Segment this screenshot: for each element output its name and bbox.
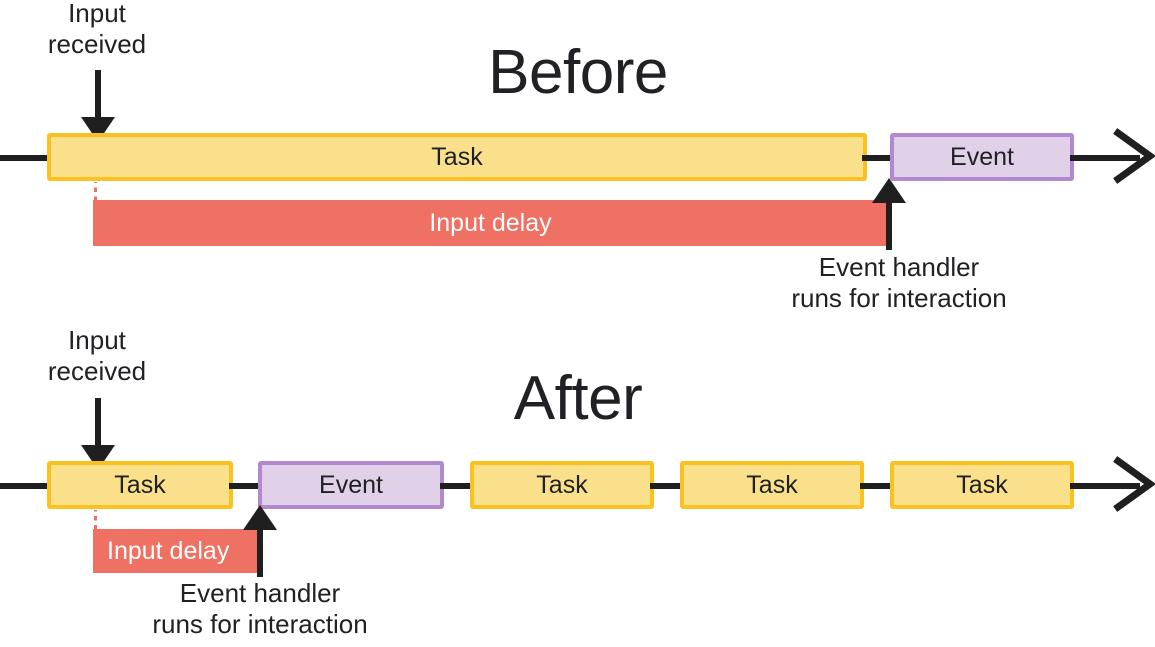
after-block-task-3[interactable]: Task: [680, 461, 864, 509]
before-block-event[interactable]: Event: [890, 133, 1074, 181]
after-timeline-rail-left: [0, 483, 52, 489]
after-input-delay-bar: Input delay: [93, 529, 263, 573]
before-timeline-end-arrow-icon: [1113, 128, 1155, 184]
before-rail-task-event: [862, 155, 896, 161]
before-section-title: Before: [488, 38, 668, 107]
before-input-received-label: Input received: [47, 0, 147, 59]
after-section-title: After: [513, 364, 643, 433]
after-input-delay-dotted-connector: [94, 510, 97, 531]
before-input-delay-dotted-connector: [94, 182, 97, 202]
after-rail-1: [229, 483, 262, 489]
after-event-handler-arrow: [243, 505, 277, 577]
after-block-task-2[interactable]: Task: [470, 461, 654, 509]
before-block-task[interactable]: Task: [47, 133, 867, 181]
after-block-task-4[interactable]: Task: [890, 461, 1074, 509]
after-input-received-arrow: [81, 398, 115, 470]
after-event-handler-label: Event handler runs for interaction: [152, 578, 368, 639]
before-input-delay-bar: Input delay: [93, 200, 888, 246]
after-rail-4: [860, 483, 894, 489]
after-block-task-1[interactable]: Task: [47, 461, 233, 509]
before-rail-after-event: [1070, 155, 1140, 161]
after-input-received-label: Input received: [47, 325, 147, 386]
before-event-handler-label: Event handler runs for interaction: [791, 252, 1007, 313]
after-rail-2: [440, 483, 474, 489]
after-timeline-end-arrow-icon: [1113, 456, 1155, 512]
after-rail-3: [650, 483, 684, 489]
before-event-handler-arrow: [872, 178, 906, 250]
before-timeline-rail-left: [0, 155, 52, 161]
after-block-event[interactable]: Event: [258, 461, 444, 509]
after-rail-after-last-task: [1070, 483, 1140, 489]
before-input-received-arrow: [81, 70, 115, 142]
